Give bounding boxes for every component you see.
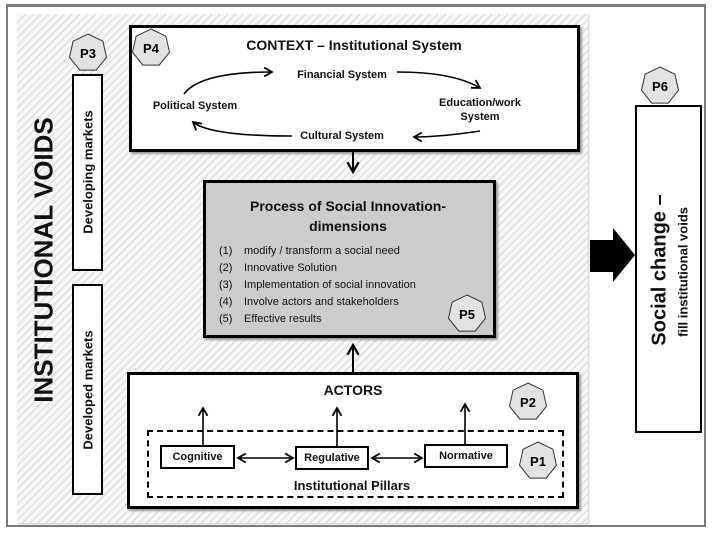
badge-p6: P6 bbox=[640, 66, 680, 104]
process-box bbox=[203, 180, 496, 338]
process-item: (3)Implementation of social innovation bbox=[219, 279, 416, 291]
process-item: (2)Innovative Solution bbox=[219, 262, 337, 274]
heptagon-badge-shape bbox=[68, 33, 108, 71]
arrow-political-to-financial bbox=[183, 66, 274, 95]
political-system-label: Political System bbox=[152, 100, 238, 112]
pillar-cognitive: Cognitive bbox=[160, 445, 235, 469]
badge-label: P3 bbox=[80, 46, 96, 61]
badge-p4: P4 bbox=[131, 28, 171, 66]
heptagon-badge-shape bbox=[518, 441, 558, 479]
heptagon-badge-shape bbox=[508, 382, 548, 420]
actors-title: ACTORS bbox=[323, 382, 383, 398]
heptagon-badge-shape bbox=[131, 28, 171, 66]
process-title-line2: dimensions bbox=[309, 218, 387, 234]
badge-p3: P3 bbox=[68, 33, 108, 71]
education-system-line1: Education/work bbox=[439, 97, 521, 109]
badge-p2: P2 bbox=[508, 382, 548, 420]
developing-markets-box bbox=[72, 74, 103, 271]
context-title: CONTEXT – Institutional System bbox=[246, 37, 462, 53]
pillar-normative: Normative bbox=[424, 444, 508, 468]
institutional-pillars-label: Institutional Pillars bbox=[293, 478, 411, 493]
badge-label: P1 bbox=[530, 454, 546, 469]
process-title-line1: Process of Social Innovation- bbox=[249, 198, 447, 214]
heptagon-badge-shape bbox=[640, 66, 680, 104]
financial-system-label: Financial System bbox=[297, 69, 387, 81]
badge-label: P6 bbox=[652, 79, 668, 94]
institutional-pillars-group bbox=[147, 430, 564, 498]
process-item: (4)Involve actors and stakeholders bbox=[219, 296, 399, 308]
process-title: Process of Social Innovation- dimensions bbox=[250, 196, 446, 236]
badge-label: P2 bbox=[520, 395, 536, 410]
social-change-box bbox=[635, 105, 702, 433]
arrow-education-to-cultural bbox=[412, 130, 481, 143]
cultural-system-label: Cultural System bbox=[300, 130, 384, 142]
badge-label: P4 bbox=[143, 41, 160, 56]
big-arrow-to-social-change bbox=[590, 228, 635, 282]
developed-markets-box bbox=[72, 284, 103, 495]
context-box bbox=[129, 25, 580, 152]
process-item: (5)Effective results bbox=[219, 313, 322, 325]
badge-p1: P1 bbox=[518, 441, 558, 479]
arrow-cultural-to-political bbox=[191, 120, 293, 137]
pillar-regulative: Regulative bbox=[295, 446, 369, 470]
process-item: (1)modify / transform a social need bbox=[219, 245, 400, 257]
badge-label: P5 bbox=[459, 307, 475, 322]
heptagon-badge-shape bbox=[447, 294, 487, 332]
education-system-line2: System bbox=[460, 111, 500, 123]
badge-p5: P5 bbox=[447, 294, 487, 332]
arrow-financial-to-education bbox=[396, 71, 482, 89]
education-system-label: Education/work System bbox=[439, 96, 521, 124]
process-dimensions-list: (1)modify / transform a social need (2)I… bbox=[219, 243, 416, 328]
